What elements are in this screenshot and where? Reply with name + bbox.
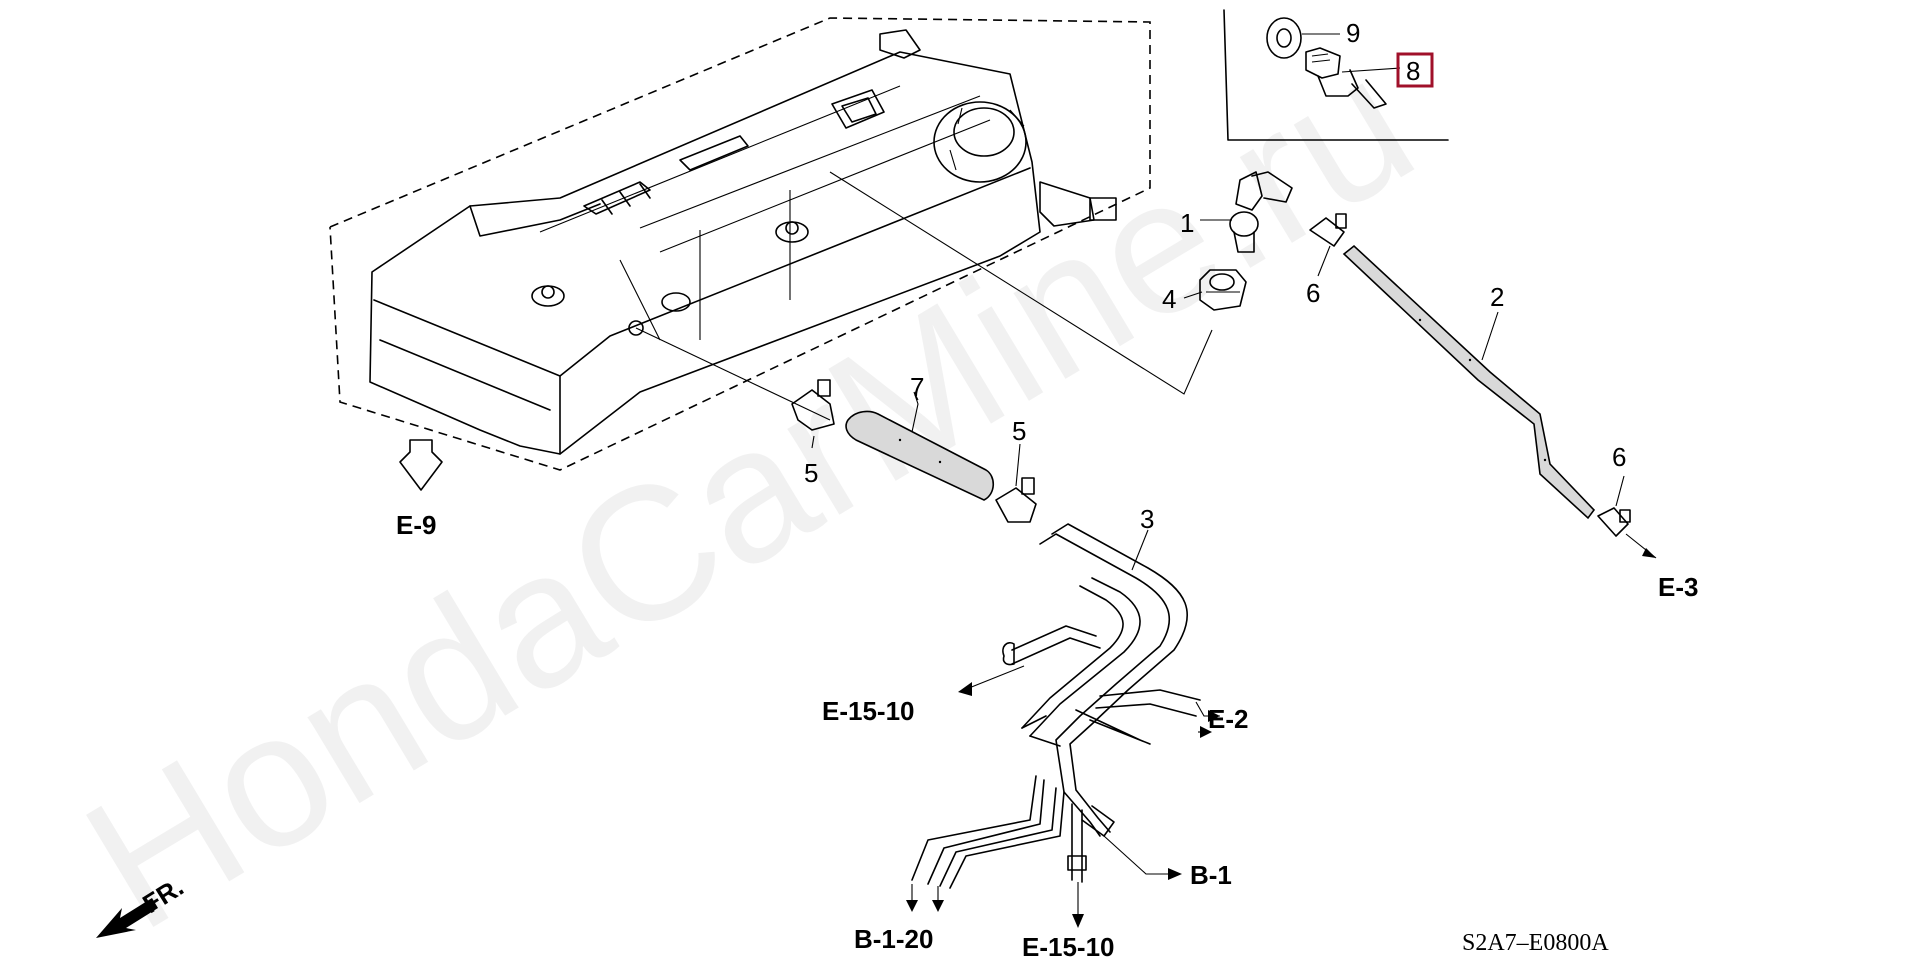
ref-label-b1-20: B-1-20 <box>854 924 933 954</box>
part-label-4: 4 <box>1162 284 1176 314</box>
part-label-5-right: 5 <box>1012 416 1026 446</box>
e9-arrow <box>399 439 443 491</box>
hose-2 <box>1342 244 1596 520</box>
ref-label-e9: E-9 <box>396 510 436 540</box>
cover-bolt-center <box>775 221 809 243</box>
clamp-5-lower <box>995 477 1037 523</box>
clamp-6-top <box>1309 213 1347 247</box>
clamp-6-bottom <box>1597 507 1631 537</box>
part-label-6-top: 6 <box>1306 278 1320 308</box>
grommet-4 <box>1199 269 1247 311</box>
ref-label-e3: E-3 <box>1658 572 1698 602</box>
part-label-2: 2 <box>1490 282 1504 312</box>
ref-label-e15-10-left: E-15-10 <box>822 696 915 726</box>
part-label-3: 3 <box>1140 504 1154 534</box>
front-arrow-icon <box>96 898 158 938</box>
clamp-5-upper <box>791 379 835 431</box>
part-number-labels: 9 8 1 4 6 2 6 7 5 5 3 <box>804 18 1626 534</box>
diagram-code: S2A7–E0800A <box>1462 930 1609 956</box>
part-label-5-left: 5 <box>804 458 818 488</box>
part-label-8: 8 <box>1406 56 1420 86</box>
cover-grommet-hole <box>628 320 644 336</box>
hose-7 <box>845 410 995 501</box>
cover-bolt-right <box>661 292 691 312</box>
part-label-6-bottom: 6 <box>1612 442 1626 472</box>
ref-label-b1: B-1 <box>1190 860 1232 890</box>
pcv-valve-inset <box>1223 9 1449 141</box>
watermark-text: HondaCarMine.ru <box>52 16 1447 960</box>
part-label-9: 9 <box>1346 18 1360 48</box>
ref-label-e2: E-2 <box>1208 704 1248 734</box>
part-label-1: 1 <box>1180 208 1194 238</box>
ref-label-e15-10-bottom: E-15-10 <box>1022 932 1115 960</box>
cylinder-head-cover <box>329 17 1151 471</box>
cover-bolt-left <box>531 285 565 307</box>
part-8-highlight-box <box>1396 52 1434 88</box>
pcv-valve-8 <box>1305 47 1387 109</box>
hose-assembly-3 <box>911 523 1201 889</box>
washer-9 <box>1266 17 1302 59</box>
pcv-valve-1 <box>1229 171 1293 253</box>
part-label-7: 7 <box>910 372 924 402</box>
leader-lines <box>811 219 1625 571</box>
reference-arrows <box>96 439 1657 938</box>
